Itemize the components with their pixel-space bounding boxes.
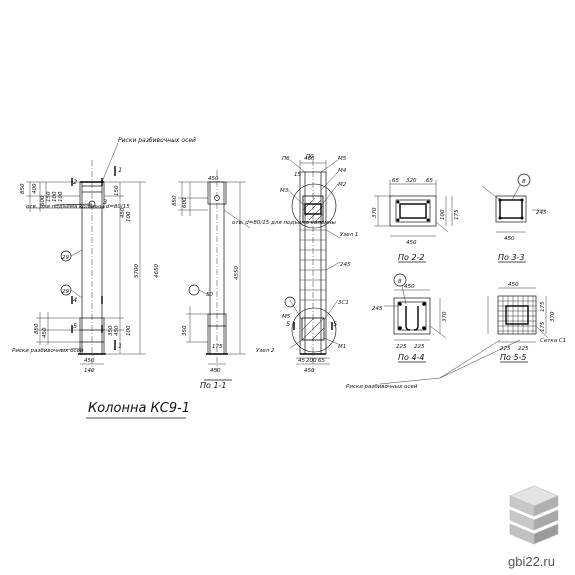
dim-front-l-7: 850: [34, 323, 40, 334]
part-mark-m2: М2: [338, 182, 347, 188]
dim-22-5: 450: [406, 240, 417, 246]
reinforcement-view: [284, 159, 341, 372]
watermark-text: gbi22.ru: [508, 554, 555, 569]
dim-22-6: 100: [440, 209, 446, 220]
part-mark-29-a: 29: [62, 255, 69, 261]
node-1-label: Узел 1: [340, 232, 358, 238]
dim-front-r-2: 450: [120, 207, 126, 218]
dim-reinf-5: 200: [306, 358, 317, 364]
dim-44-5: 225: [414, 344, 425, 350]
front-view: [26, 142, 146, 372]
dim-reinf-6: 65: [318, 358, 325, 364]
caption-5-5: По 5-5: [500, 353, 527, 362]
dim-front-r-6: 100: [126, 325, 132, 336]
part-mark-p0: П0: [306, 154, 314, 160]
dim-44-2: 370: [442, 311, 448, 322]
caption-1-1: По 1-1: [200, 381, 227, 390]
dim-front-l-10: 140: [84, 368, 95, 374]
dim-55-6: 225: [518, 346, 529, 352]
part-mark-p6: П6: [282, 156, 290, 162]
dim-reinf-4: 45: [298, 358, 305, 364]
section-mark-5: 5: [73, 322, 77, 330]
dim-front-l-11: 350: [108, 325, 114, 336]
section-mark-3: 3: [103, 198, 107, 206]
part-mark-m5-b: М5: [282, 314, 291, 320]
dim-front-l-1: 850: [20, 183, 26, 194]
dim-55-1: 450: [508, 282, 519, 288]
dim-22-4: 370: [372, 207, 378, 218]
part-mark-8-a: 8: [522, 179, 526, 185]
dim-side-2: 850: [172, 195, 178, 206]
caption-4-4: По 4-4: [398, 353, 425, 362]
dim-33-2: 450: [504, 236, 515, 242]
dim-reinf-3: 15: [294, 172, 301, 178]
dim-front-l-9: 450: [84, 358, 95, 364]
part-mark-8-b: 8: [398, 279, 402, 285]
cube-logo-icon: [509, 485, 559, 545]
dim-front-l-4: 150: [46, 191, 52, 202]
dim-22-2: 320: [406, 178, 417, 184]
part-mark-m4: М4: [338, 168, 347, 174]
dim-55-2: 175: [540, 301, 546, 312]
lift-hole-side-note: отв. d=80/15 для подъема колонны: [232, 220, 336, 226]
dim-side-8: 450: [210, 368, 221, 374]
dim-front-l-3: 600: [40, 195, 46, 206]
dim-reinf-2: 450: [304, 368, 315, 374]
dim-front-r-3: 5700: [134, 264, 140, 278]
dim-side-5: 50: [206, 292, 213, 298]
part-mark-m1: М1: [338, 344, 346, 350]
part-mark-245: 245: [340, 262, 351, 268]
dim-side-3: 600: [182, 197, 188, 208]
section-mark-5-left: 5: [286, 320, 290, 328]
dim-front-l-6: 100: [58, 191, 64, 202]
dim-side-6: 175: [212, 344, 223, 350]
dim-44-3: 450: [404, 284, 415, 290]
dim-55-4: 370: [550, 311, 556, 322]
dim-side-4: 350: [182, 325, 188, 336]
section-mark-2: 2: [73, 178, 77, 186]
caption-2-2: По 2-2: [398, 253, 425, 262]
dim-22-1: 65: [392, 178, 399, 184]
lift-hole-note: отв. для подъема колонны d=80/15: [26, 204, 130, 210]
section-mark-1-bottom: 1: [118, 342, 122, 350]
axis-marks-top: Риски разбивочных осей: [118, 137, 196, 144]
section-5-5: [379, 287, 549, 385]
dim-22-7: 175: [454, 209, 460, 220]
section-2-2: [374, 180, 453, 263]
dim-55-3: 175: [540, 321, 546, 332]
dim-front-r-5: 100: [126, 211, 132, 222]
dimension-labels: 850 400 600 150 100 100 850 450 450 140 …: [20, 156, 556, 374]
dim-front-l-5: 100: [52, 191, 58, 202]
dim-side-1: 450: [208, 176, 219, 182]
section-4-4: [384, 273, 447, 363]
axis-marks-plan: Риски разбивочных осей: [346, 384, 418, 390]
axis-marks-bottom: Риски разбивочных осей: [12, 348, 84, 354]
dim-side-7: 4550: [234, 266, 240, 280]
section-mark-4: 4: [73, 296, 77, 304]
dim-front-l-8: 450: [42, 327, 48, 338]
dim-22-3: 65: [426, 178, 433, 184]
node-2-label: Узел 2: [256, 348, 275, 354]
dim-front-l-2: 400: [32, 183, 38, 194]
dim-reinf-1: 460: [304, 156, 315, 162]
part-mark-m3: М3: [280, 188, 289, 194]
caption-3-3: По 3-3: [498, 253, 525, 262]
part-mark-3c1: 3С1: [338, 300, 349, 306]
section-mark-1: 1: [118, 166, 122, 174]
dim-55-5: 225: [500, 346, 511, 352]
part-mark-29-b: 29: [62, 289, 69, 295]
dim-44-4: 225: [396, 344, 407, 350]
dim-front-l-12: 450: [114, 325, 120, 336]
dim-33-1: 245: [536, 210, 547, 216]
dim-44-1: 245: [372, 306, 383, 312]
section-3-3: [481, 173, 546, 263]
dim-front-r-1: 150: [114, 185, 120, 196]
dim-front-r-4: 4650: [154, 264, 160, 278]
section-mark-5-right: 5: [333, 320, 337, 328]
part-mark-m5: М5: [338, 156, 347, 162]
side-view-1-1: [178, 170, 251, 381]
grid-label: Сетка С1: [540, 338, 566, 344]
drawing-title: Колонна КС9-1: [88, 401, 190, 416]
